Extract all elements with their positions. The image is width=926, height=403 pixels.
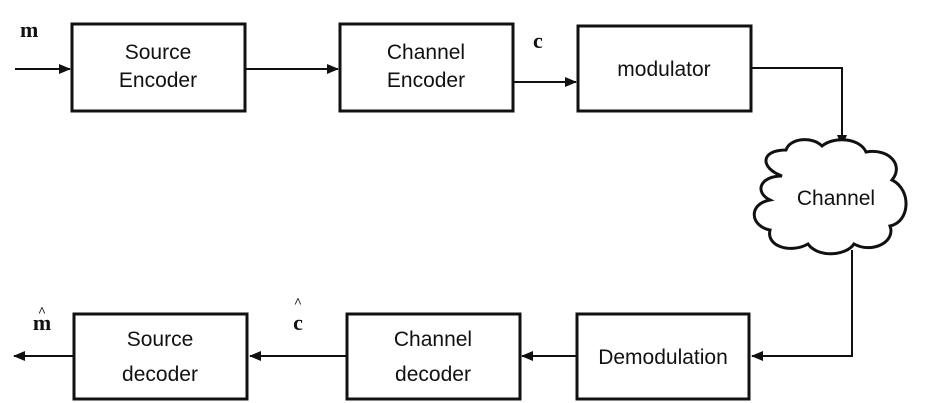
channel-cloud-shape — [752, 138, 908, 256]
source-encoder-label-line2: Encoder — [119, 69, 197, 92]
channel-encoder-block: Channel Encoder — [338, 22, 515, 113]
channel-cloud-block: Channel — [752, 138, 908, 256]
channel-encoder-box — [338, 22, 515, 113]
demodulation-block: Demodulation — [575, 312, 751, 401]
coded-signal-label: c — [533, 28, 543, 53]
channel-decoder-label-line2: decoder — [395, 363, 471, 386]
demodulation-box — [575, 312, 751, 401]
input-signal-label: m — [20, 17, 38, 42]
output-signal-hat: ^ — [38, 305, 46, 320]
arrow-channel-to-demodulation — [751, 250, 853, 361]
source-decoder-label-line2: decoder — [122, 363, 198, 386]
arrow-modulator-to-channel — [751, 67, 847, 147]
source-decoder-box — [72, 312, 249, 401]
output-signal-label: m — [33, 310, 51, 335]
channel-label: Channel — [797, 187, 875, 210]
modulator-box — [576, 24, 753, 113]
coded-estimate-label: c — [293, 310, 303, 335]
channel-encoder-label-line2: Encoder — [387, 69, 465, 92]
channel-decoder-box — [345, 312, 522, 401]
source-encoder-label-line1: Source — [125, 41, 192, 64]
source-encoder-box — [70, 22, 247, 113]
source-encoder-block: Source Encoder — [70, 22, 247, 113]
channel-encoder-label-line1: Channel — [387, 41, 465, 64]
modulator-label: modulator — [617, 58, 710, 81]
channel-decoder-label-line1: Channel — [394, 328, 472, 351]
source-decoder-label-line1: Source — [127, 328, 194, 351]
modulator-block: modulator — [576, 24, 753, 113]
channel-decoder-block: Channel decoder — [345, 312, 522, 401]
source-decoder-block: Source decoder — [72, 312, 249, 401]
coded-estimate-hat: ^ — [294, 296, 302, 311]
demodulation-label: Demodulation — [598, 346, 728, 369]
